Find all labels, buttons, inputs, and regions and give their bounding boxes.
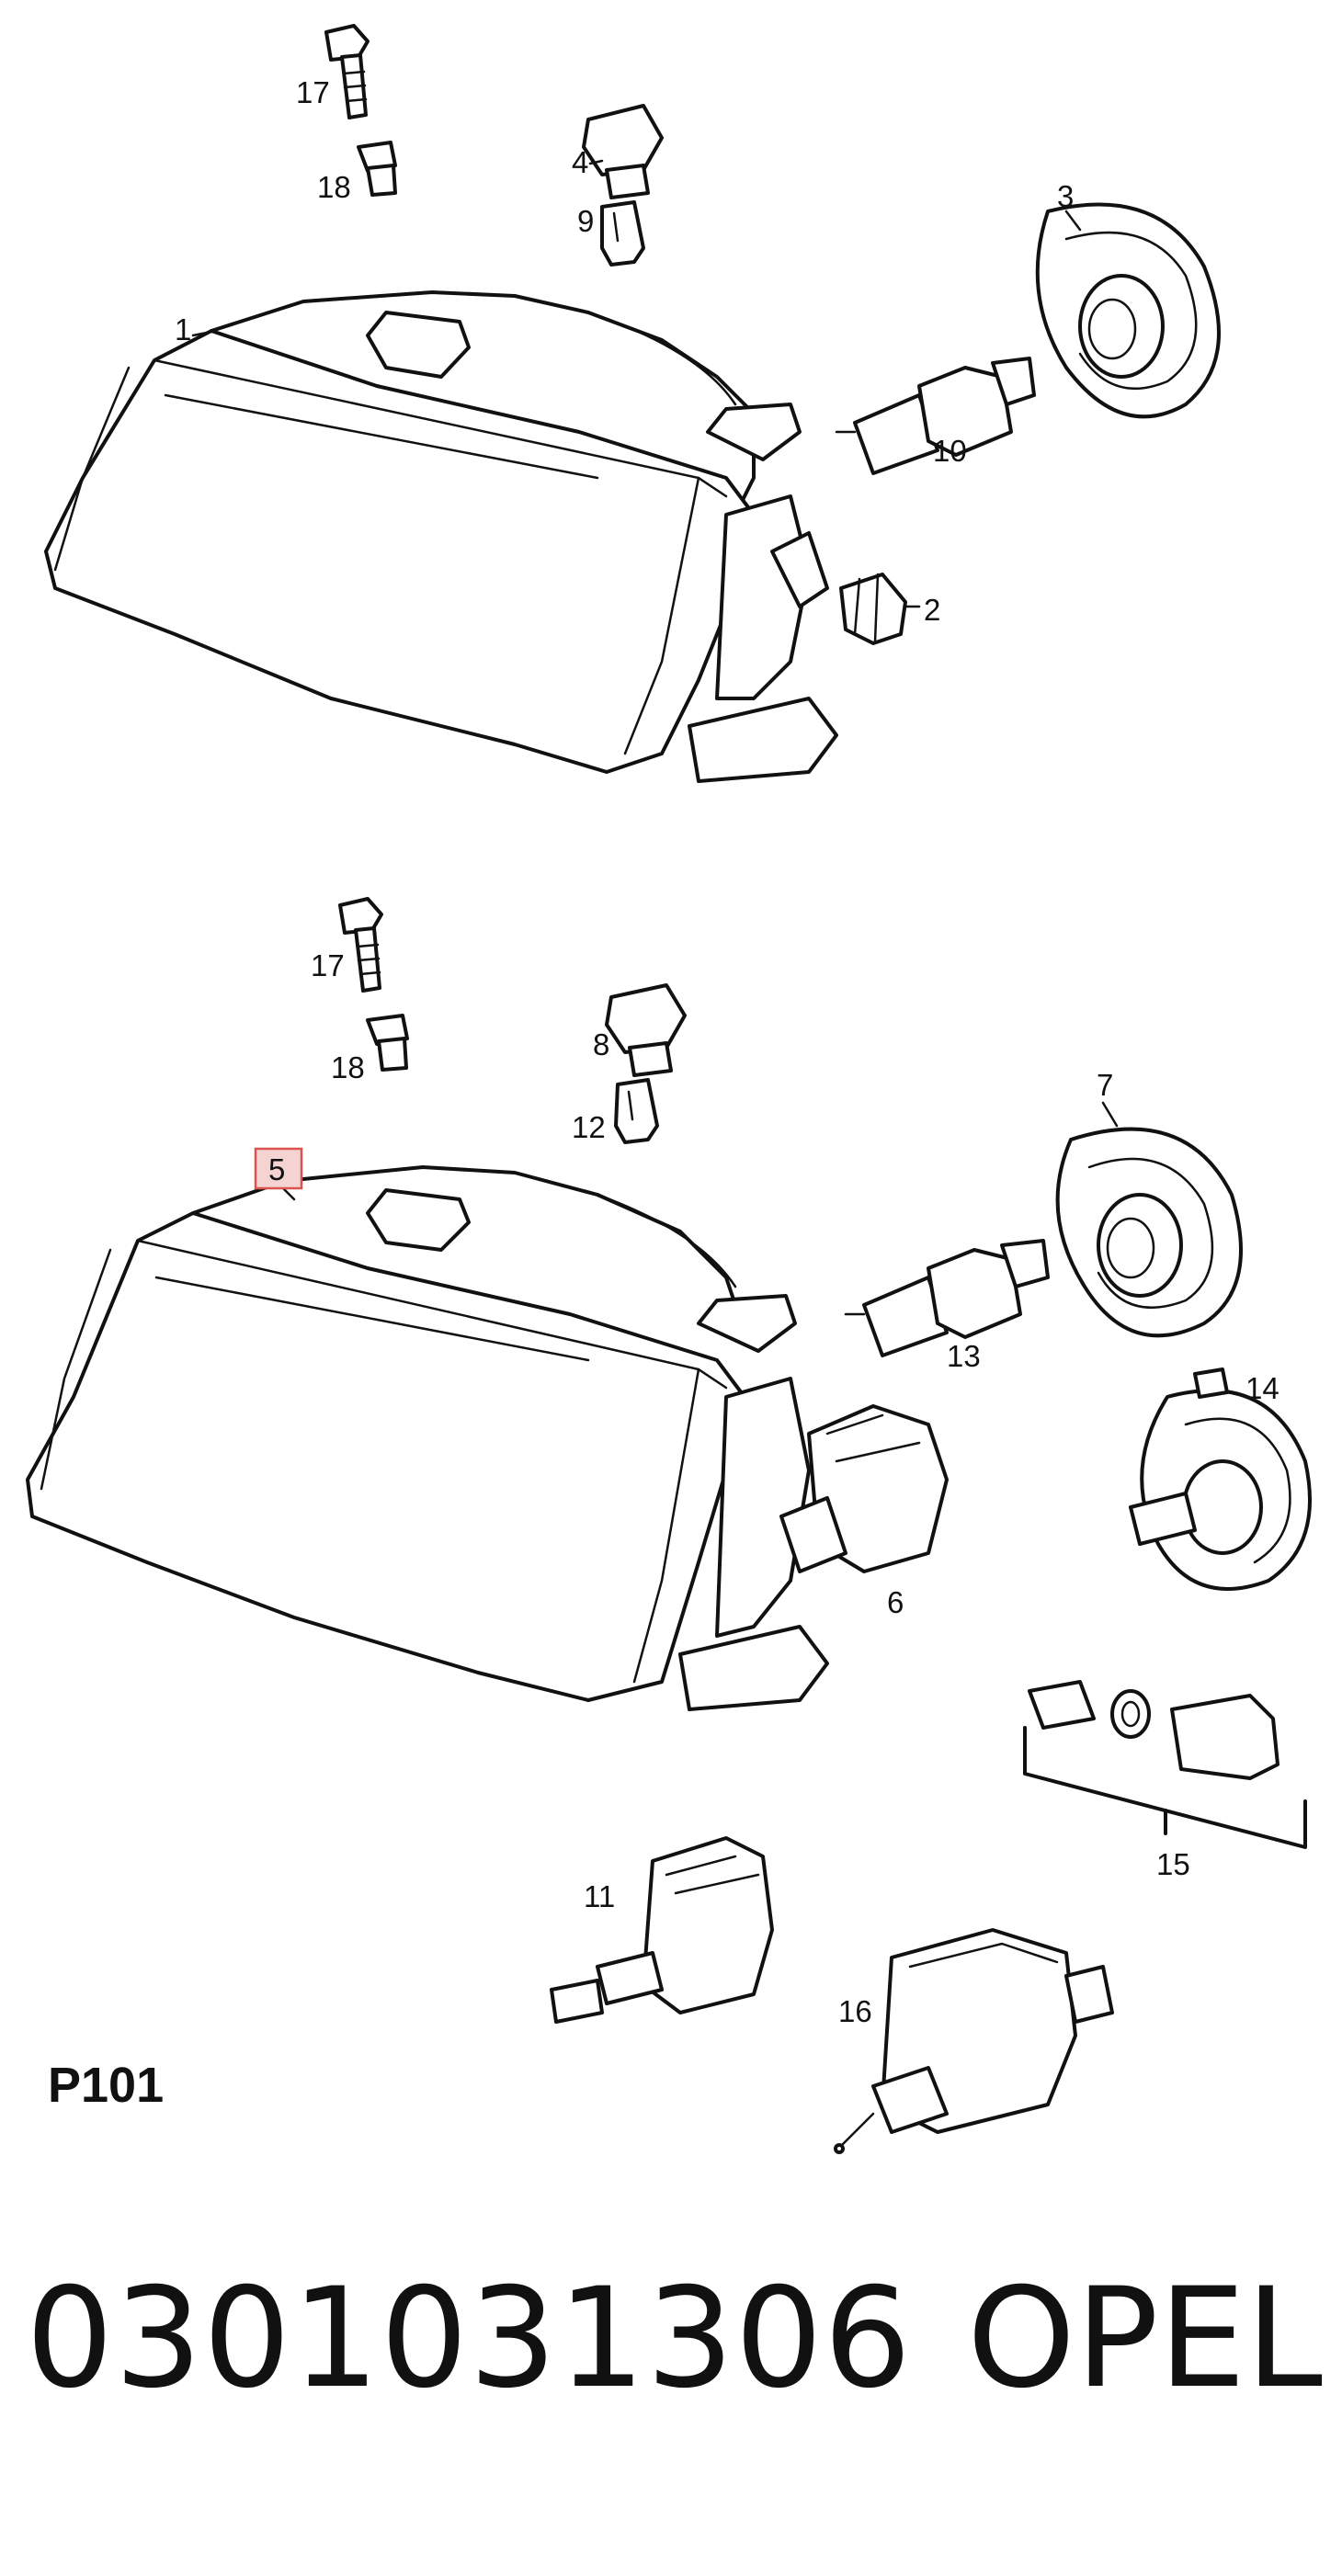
callout-13: 13	[947, 1339, 981, 1373]
callout-1: 1	[175, 312, 191, 346]
rubber-cover-3	[1035, 202, 1221, 419]
callout-15: 15	[1156, 1847, 1190, 1881]
callout-5-highlight	[254, 1147, 303, 1190]
callout-9: 9	[577, 204, 594, 238]
rubber-cover-14	[1129, 1367, 1312, 1591]
callout-7: 7	[1097, 1068, 1113, 1102]
bulb-holder-4	[582, 104, 664, 199]
halogen-bulb-13	[844, 1239, 1050, 1357]
callout-18-upper: 18	[317, 170, 351, 204]
bulb-9	[600, 200, 645, 267]
callout-8: 8	[593, 1027, 609, 1061]
bulb-12	[614, 1078, 659, 1144]
rubber-cover-7	[1055, 1127, 1243, 1338]
headlamp-assembly-upper	[44, 290, 838, 783]
callout-10: 10	[933, 434, 967, 468]
bulb-holder-8	[605, 983, 687, 1077]
callout-16: 16	[838, 1994, 872, 2028]
headlamp-assembly-lower	[26, 1165, 829, 1711]
leveling-motor-16	[834, 1928, 1114, 2154]
callout-17-lower: 17	[311, 948, 345, 982]
bushing-18-upper	[357, 141, 397, 197]
halogen-bulb-10	[835, 357, 1036, 475]
leveling-motor-11	[550, 1836, 774, 2024]
callout-6: 6	[887, 1585, 904, 1619]
brand-name: OPEL	[967, 2259, 1323, 2419]
bushing-18-lower	[366, 1014, 409, 1072]
callout-12: 12	[572, 1110, 606, 1144]
screw-17-upper	[324, 24, 370, 119]
callout-2: 2	[924, 593, 940, 627]
leveling-motor-6	[779, 1404, 949, 1573]
callout-5: 5	[268, 1152, 285, 1186]
callout-labels: 1 2 3 4 5 6 7 8 9 10 11 12 13 14 15 16 1…	[175, 75, 1279, 2028]
callout-14: 14	[1245, 1371, 1279, 1405]
callout-17-upper: 17	[296, 75, 330, 109]
callout-3: 3	[1057, 179, 1074, 213]
callout-18-lower: 18	[331, 1050, 365, 1084]
bulb-holder-2	[839, 573, 907, 645]
callout-11: 11	[584, 1879, 615, 1913]
screw-17-lower	[338, 897, 383, 993]
callout-4: 4	[572, 145, 588, 179]
bulb-set-15	[1023, 1680, 1307, 1849]
part-number: 0301031306	[26, 2259, 913, 2419]
exploded-parts-diagram: 1 2 3 4 5 6 7 8 9 10 11 12 13 14 15 16 1…	[26, 24, 1312, 2154]
diagram-page-code: P101	[48, 2058, 165, 2113]
